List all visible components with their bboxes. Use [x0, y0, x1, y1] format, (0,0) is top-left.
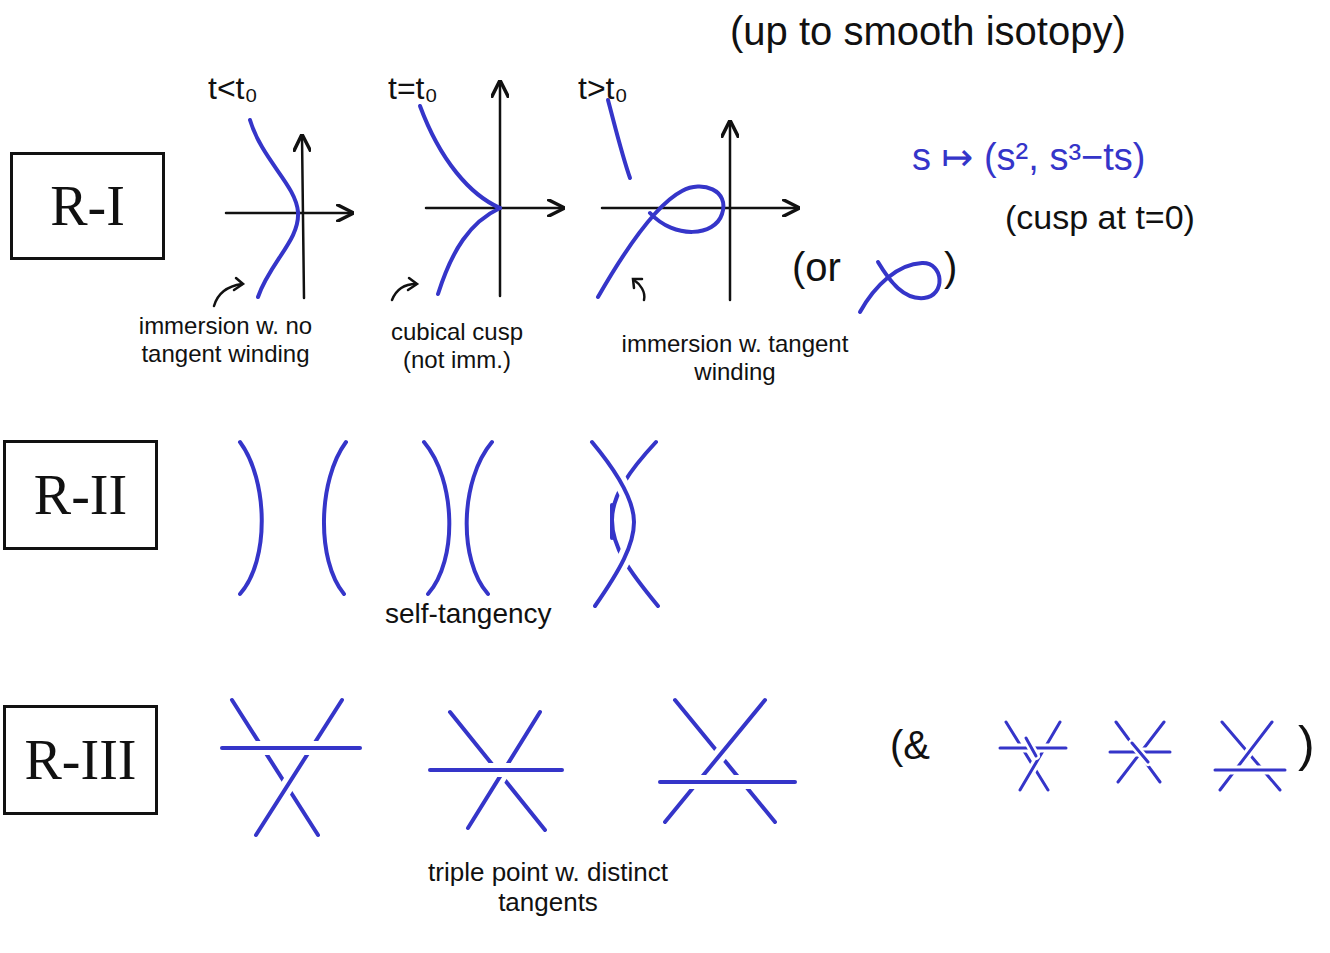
move-box: R-II — [3, 440, 158, 550]
note: ) — [1298, 716, 1315, 774]
time-label: t=t₀ — [388, 70, 438, 107]
formula: s ↦ (s², s³−ts) — [912, 136, 1145, 180]
note: (& — [890, 722, 930, 768]
axes — [214, 82, 798, 306]
annotation: cubical cusp (not imm.) — [372, 318, 542, 373]
annotation: triple point w. distinct tangents — [418, 858, 678, 918]
move-box: R-I — [10, 152, 165, 260]
move-box: R-III — [3, 705, 158, 815]
time-label: t>t₀ — [578, 70, 628, 107]
knot-strands — [222, 100, 940, 835]
move-name: R-II — [34, 463, 127, 527]
note: (cusp at t=0) — [1005, 198, 1195, 237]
annotation: immersion w. tangent winding — [600, 330, 870, 385]
annotation: immersion w. no tangent winding — [118, 312, 333, 367]
note: (or — [792, 244, 841, 290]
mini-r3-variants — [1000, 722, 1285, 790]
move-name: R-I — [50, 174, 125, 238]
note: (up to smooth isotopy) — [730, 8, 1126, 54]
move-name: R-III — [25, 728, 137, 792]
annotation: self-tangency — [385, 598, 552, 630]
note: ) — [944, 244, 957, 290]
time-label: t<t₀ — [208, 70, 258, 107]
